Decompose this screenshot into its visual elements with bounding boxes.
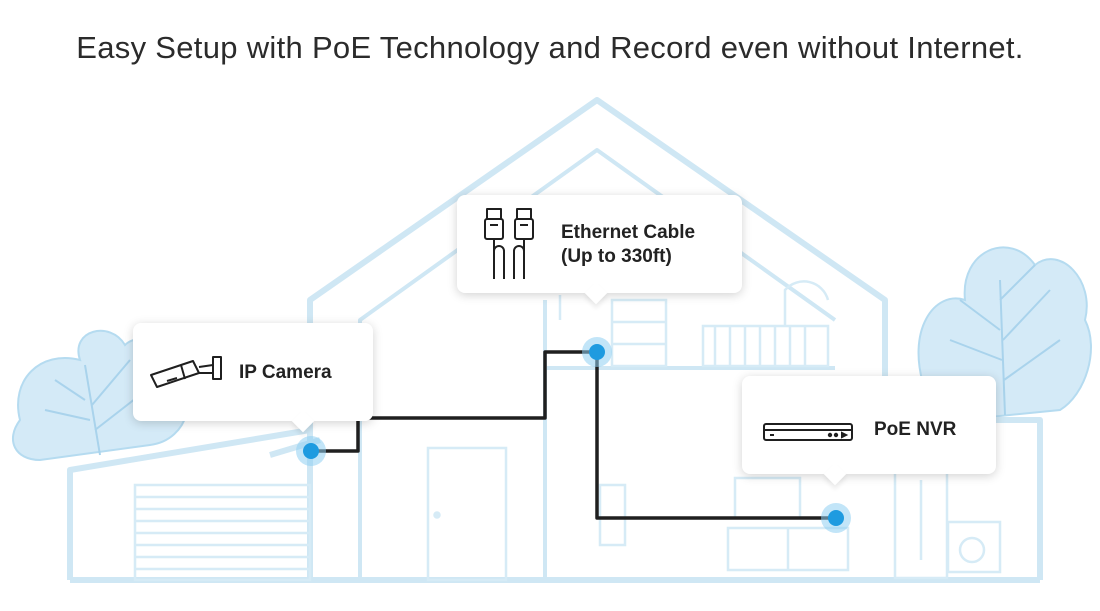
page-title: Easy Setup with PoE Technology and Recor… <box>76 30 1024 65</box>
ethernet-cable-path <box>311 350 836 520</box>
ip-camera-label: IP Camera <box>239 362 332 383</box>
ethernet-cable-callout: Ethernet Cable (Up to 330ft) <box>457 195 742 293</box>
front-door-illustration <box>426 446 508 582</box>
ethernet-cable-label: Ethernet Cable (Up to 330ft) <box>561 221 695 269</box>
poe-nvr-label: PoE NVR <box>874 419 957 440</box>
bedroom-furniture-illustration <box>558 280 830 368</box>
nvr-recorder-icon <box>763 423 853 441</box>
camera-connection-node <box>296 436 326 466</box>
cable-connection-node <box>582 337 612 367</box>
ethernet-cable-length: (Up to 330ft) <box>561 246 672 267</box>
garage-door-illustration <box>133 483 312 582</box>
nvr-connection-node <box>821 503 851 533</box>
living-room-furniture-illustration <box>598 466 1002 580</box>
ethernet-cable-title: Ethernet Cable <box>561 222 696 243</box>
poe-nvr-callout: PoE NVR <box>742 376 996 474</box>
ip-camera-callout: IP Camera <box>133 323 373 421</box>
ethernet-cable-icon <box>484 208 534 279</box>
ip-camera-icon <box>150 356 222 388</box>
